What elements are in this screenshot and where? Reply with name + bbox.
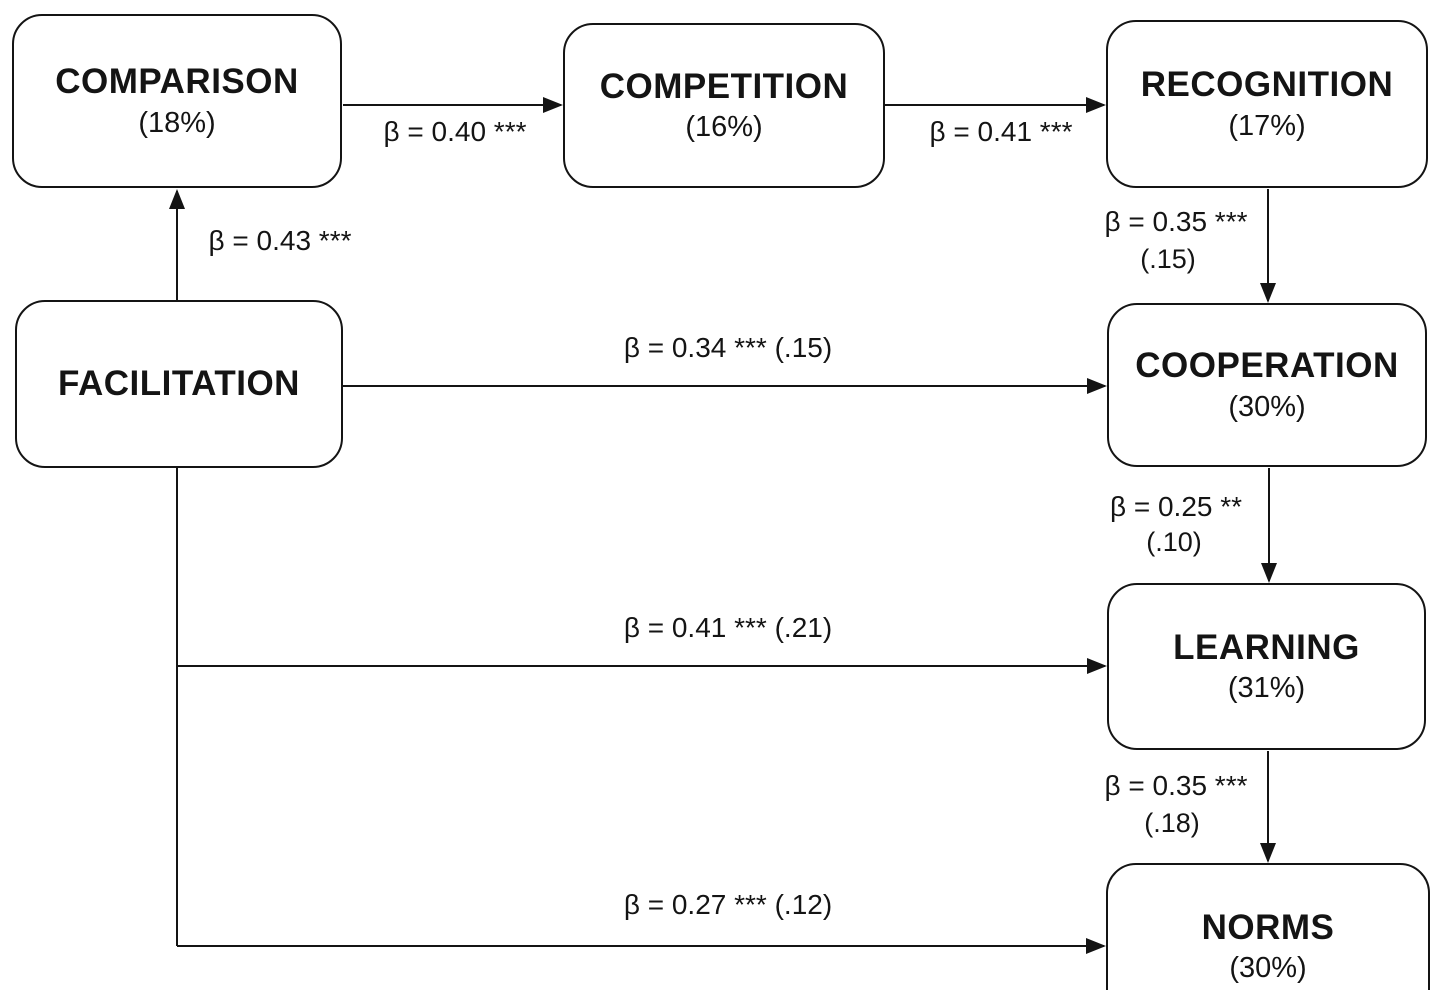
node-learning-variance: (31%) bbox=[1227, 672, 1306, 705]
node-facilitation-label: FACILITATION bbox=[58, 363, 300, 403]
edge-label-recognition-to-cooperation: β = 0.35 *** bbox=[1104, 206, 1248, 237]
node-competition-label: COMPETITION bbox=[599, 66, 849, 106]
node-comparison-variance: (18%) bbox=[138, 106, 216, 139]
edge-label-competition-to-recognition: β = 0.41 *** bbox=[929, 116, 1073, 147]
node-learning-label: LEARNING bbox=[1173, 627, 1360, 667]
node-cooperation-label: COOPERATION bbox=[1135, 346, 1399, 386]
node-recognition-variance: (17%) bbox=[1228, 109, 1306, 142]
node-competition-variance: (16%) bbox=[685, 111, 763, 144]
node-competition: COMPETITION (16%) bbox=[563, 23, 885, 188]
node-learning: LEARNING (31%) bbox=[1107, 583, 1426, 750]
node-facilitation: FACILITATION bbox=[15, 300, 343, 468]
node-norms-variance: (30%) bbox=[1229, 952, 1307, 985]
edge-sublabel-learning-to-norms: (.18) bbox=[1144, 808, 1200, 838]
node-recognition-label: RECOGNITION bbox=[1140, 65, 1394, 105]
edge-label-learning-to-norms: β = 0.35 *** bbox=[1104, 770, 1248, 801]
node-comparison-label: COMPARISON bbox=[55, 62, 299, 102]
edge-sublabel-cooperation-to-learning: (.10) bbox=[1146, 527, 1202, 557]
node-comparison: COMPARISON (18%) bbox=[12, 14, 342, 188]
edge-label-facilitation-to-comparison: β = 0.43 *** bbox=[208, 225, 352, 256]
edge-label-facilitation-to-cooperation: β = 0.34 *** (.15) bbox=[623, 332, 833, 363]
edge-sublabel-recognition-to-cooperation: (.15) bbox=[1140, 244, 1196, 274]
node-recognition: RECOGNITION (17%) bbox=[1106, 20, 1428, 188]
node-norms: NORMS (30%) bbox=[1106, 863, 1430, 990]
node-norms-label: NORMS bbox=[1201, 907, 1335, 947]
edge-label-facilitation-to-norms: β = 0.27 *** (.12) bbox=[623, 889, 833, 920]
edge-label-facilitation-to-learning: β = 0.41 *** (.21) bbox=[623, 612, 833, 643]
node-cooperation-variance: (30%) bbox=[1228, 390, 1306, 423]
edge-label-cooperation-to-learning: β = 0.25 ** bbox=[1109, 491, 1243, 522]
edge-label-comparison-to-competition: β = 0.40 *** bbox=[383, 116, 527, 147]
node-cooperation: COOPERATION (30%) bbox=[1107, 303, 1427, 467]
